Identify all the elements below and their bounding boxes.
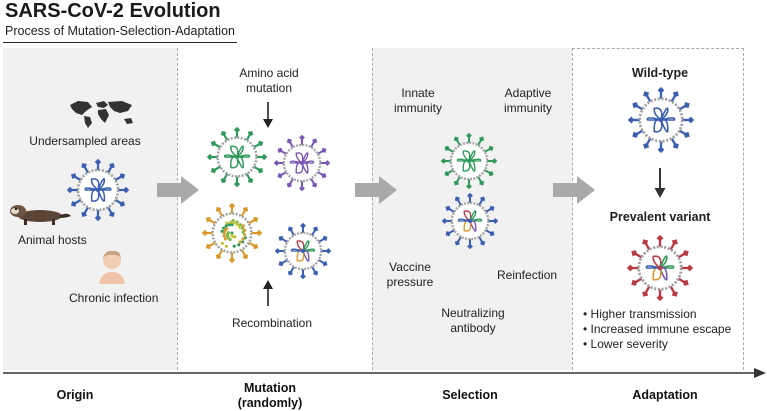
arrow-up-recombination (263, 280, 273, 306)
stage-selection: Selection (442, 388, 498, 402)
arrow-selection-to-adaptation (553, 176, 595, 204)
label-undersampled-areas: Undersampled areas (29, 134, 141, 148)
stage-mutation-line2: (randomly) (237, 396, 303, 410)
label-vaccine-pressure: Vaccine pressure (386, 260, 434, 289)
label-chronic-infection: Chronic infection (69, 291, 159, 305)
label-amino-acid-mutation: Amino acid mutation (239, 66, 299, 95)
virus-mutation-orange (201, 202, 263, 264)
label-adaptive-immunity: Adaptive immunity (503, 86, 552, 115)
divider-mutation-selection (372, 48, 373, 370)
person-icon (99, 250, 125, 284)
arrow-origin-to-mutation (157, 176, 199, 204)
virus-mutation-purple (273, 134, 331, 192)
label-prevalent-variant: Prevalent variant (609, 210, 711, 224)
divider-selection-adaptation (572, 48, 573, 370)
virus-prevalent-variant (626, 234, 694, 302)
adaptation-top-border (572, 48, 744, 49)
ferret-icon (10, 205, 71, 225)
virus-mutation-recombinant (274, 222, 332, 280)
label-animal-hosts: Animal hosts (18, 233, 87, 247)
virus-origin (66, 158, 130, 222)
virus-mutation-green (206, 126, 268, 188)
page-subtitle: Process of Mutation-Selection-Adaptation (5, 24, 235, 38)
trait-higher-transmission: • Higher transmission (583, 307, 697, 321)
virus-selection-green (440, 132, 498, 190)
adaptation-right-border (743, 48, 744, 370)
label-innate-immunity: Innate immunity (393, 86, 442, 115)
world-map-icon (70, 101, 133, 128)
label-neutralizing-antibody: Neutralizing antibody (441, 306, 505, 335)
divider-origin-mutation (177, 48, 178, 370)
virus-selection-recombinant (441, 192, 499, 250)
stage-mutation-line1: Mutation (243, 381, 297, 395)
timeline-axis-arrow (3, 368, 766, 378)
label-reinfection: Reinfection (497, 268, 558, 282)
stage-mutation: Mutation (randomly) (230, 381, 310, 411)
title-underline (3, 42, 237, 43)
label-recombination: Recombination (231, 316, 313, 330)
virus-wild-type (627, 86, 695, 154)
arrow-down-mutation (263, 102, 273, 128)
arrow-mutation-to-selection (355, 176, 397, 204)
page-title: SARS-CoV-2 Evolution (5, 0, 221, 22)
trait-lower-severity: • Lower severity (583, 337, 668, 351)
stage-adaptation: Adaptation (632, 388, 698, 402)
arrow-down-adaptation (654, 168, 666, 198)
stage-origin: Origin (56, 388, 94, 402)
label-wild-type: Wild-type (631, 66, 689, 80)
trait-immune-escape: • Increased immune escape (583, 322, 732, 336)
